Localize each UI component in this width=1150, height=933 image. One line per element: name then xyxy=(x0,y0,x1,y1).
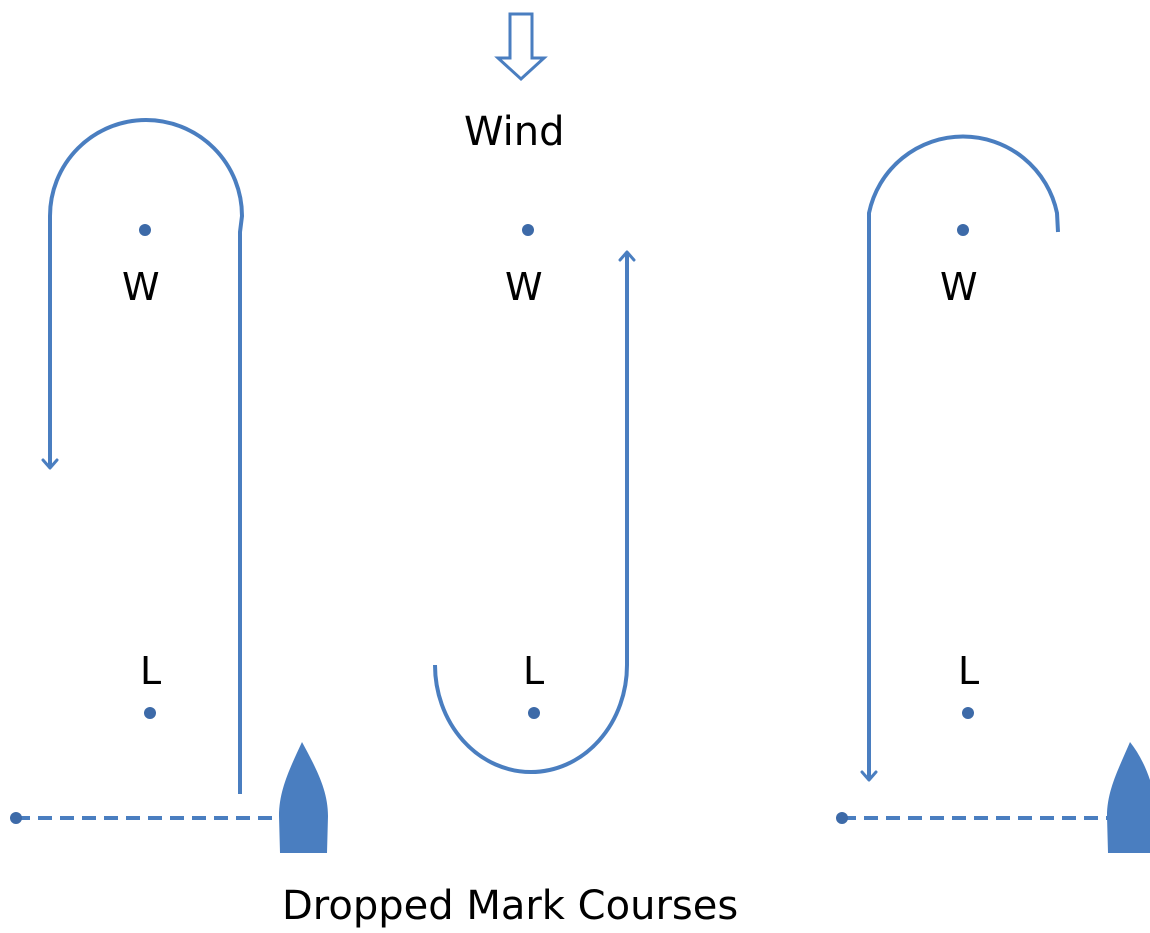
committee-boat-1 xyxy=(279,742,328,853)
course-2-path xyxy=(433,250,636,774)
leeward-label-1: L xyxy=(140,649,162,693)
windward-label-2: W xyxy=(505,265,543,309)
wind-label: Wind xyxy=(464,109,565,155)
course-3-path xyxy=(860,134,1060,782)
leeward-mark-3 xyxy=(962,707,974,719)
course-1-path xyxy=(41,118,245,794)
windward-mark-3 xyxy=(957,224,969,236)
windward-label-1: W xyxy=(122,265,160,309)
leeward-mark-2 xyxy=(528,707,540,719)
committee-boat-3 xyxy=(1107,742,1150,853)
leeward-mark-1 xyxy=(144,707,156,719)
windward-mark-2 xyxy=(522,224,534,236)
windward-mark-1 xyxy=(139,224,151,236)
wind-arrow-icon xyxy=(494,12,548,82)
pin-end-mark-3 xyxy=(836,812,848,824)
leeward-label-3: L xyxy=(958,649,980,693)
windward-label-3: W xyxy=(940,265,978,309)
diagram-caption: Dropped Mark Courses xyxy=(282,883,739,929)
leeward-label-2: L xyxy=(523,649,545,693)
pin-end-mark-1 xyxy=(10,812,22,824)
